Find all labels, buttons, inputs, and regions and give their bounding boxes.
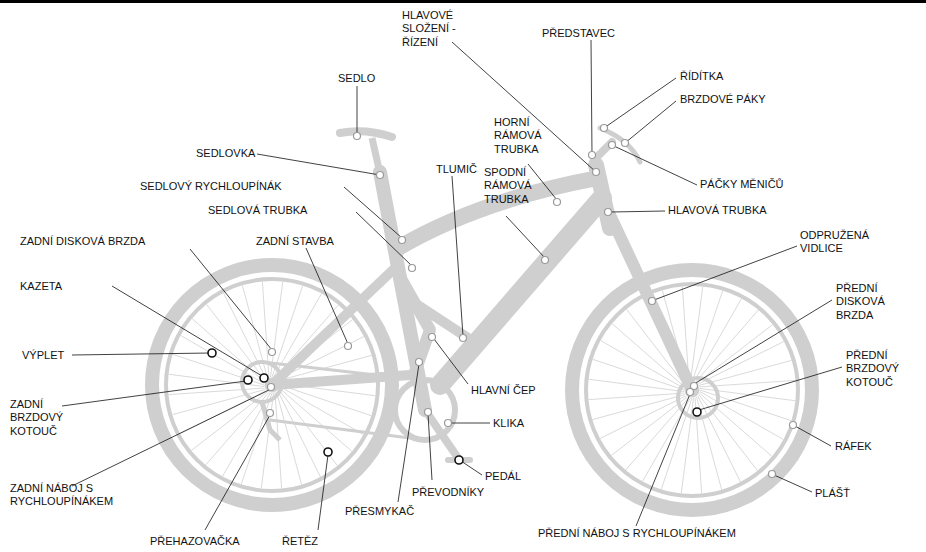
callout-dots-dark	[208, 349, 701, 464]
part-label: ODPRUŽENÁ VIDLICE	[800, 229, 880, 256]
part-label: TLUMIČ	[436, 163, 477, 176]
part-label: SEDLOVKA	[196, 147, 255, 160]
part-label: HLAVOVÉ SLOŽENÍ - ŘÍZENÍ	[402, 9, 464, 49]
spoke	[181, 335, 265, 383]
part-label: ZADNÍ STAVBA	[256, 235, 334, 248]
part-label: SEDLOVÝ RYCHLOUPÍNÁK	[140, 180, 282, 193]
part-label: PŘEDSTAVEC	[542, 27, 615, 40]
part-label: PŘEVODNÍKY	[412, 486, 484, 499]
part-label: HLAVOVÁ TRUBKA	[668, 204, 767, 217]
part-label: KAZETA	[20, 280, 62, 293]
part-label: HORNÍ RÁMOVÁ TRUBKA	[494, 116, 552, 156]
spoke	[168, 388, 264, 395]
part-label: KLIKA	[493, 417, 524, 430]
part-label: PŘESMYKAČ	[345, 505, 414, 518]
spoke	[700, 392, 784, 440]
top-bar	[0, 0, 926, 3]
spoke	[611, 397, 687, 456]
part-label: PEDÁL	[485, 470, 521, 483]
spoke	[699, 394, 758, 470]
part-label: ZADNÍ DISKOVÁ BRZDA	[20, 235, 145, 248]
part-label: PŘEHAZOVAČKA	[150, 535, 240, 548]
spoke	[700, 388, 796, 400]
spoke	[600, 396, 686, 439]
leader-lines	[62, 40, 842, 530]
part-label: PŘEDNÍ DISKOVÁ BRZDA	[836, 282, 900, 322]
part-label: PÁČKY MĚNIČŮ	[700, 178, 784, 191]
spoke	[696, 324, 772, 383]
spoke	[223, 293, 266, 379]
part-label: ZADNÍ NÁBOJ S RYCHLOUPÍNÁKEM	[10, 482, 140, 509]
part-label: ŘÍDÍTKA	[680, 70, 723, 83]
spoke	[278, 391, 321, 477]
part-label: ZADNÍ BRZDOVÝ KOTOUČ	[10, 398, 78, 438]
part-label: SPODNÍ RÁMOVÁ TRUBKA	[484, 166, 542, 206]
part-label: PŘEDNÍ NÁBOJ S RYCHLOUPÍNÁKEM	[538, 527, 736, 540]
spoke	[698, 341, 784, 384]
part-label: BRZDOVÉ PÁKY	[680, 93, 766, 106]
part-label: SEDLO	[338, 72, 375, 85]
part-label: SEDLOVÁ TRUBKA	[208, 204, 307, 217]
part-label: HLAVNÍ ČEP	[471, 384, 536, 397]
part-label: RÁFEK	[835, 440, 872, 453]
part-label: PŘEDNÍ BRZDOVÝ KOTOUČ	[846, 349, 914, 389]
callout-dots	[267, 125, 797, 478]
spoke	[206, 304, 265, 380]
part-label: VÝPLET	[22, 349, 64, 362]
part-label: PLÁŠŤ	[815, 487, 850, 500]
spoke	[588, 393, 684, 400]
part-label: ŘETĚZ	[282, 535, 318, 548]
